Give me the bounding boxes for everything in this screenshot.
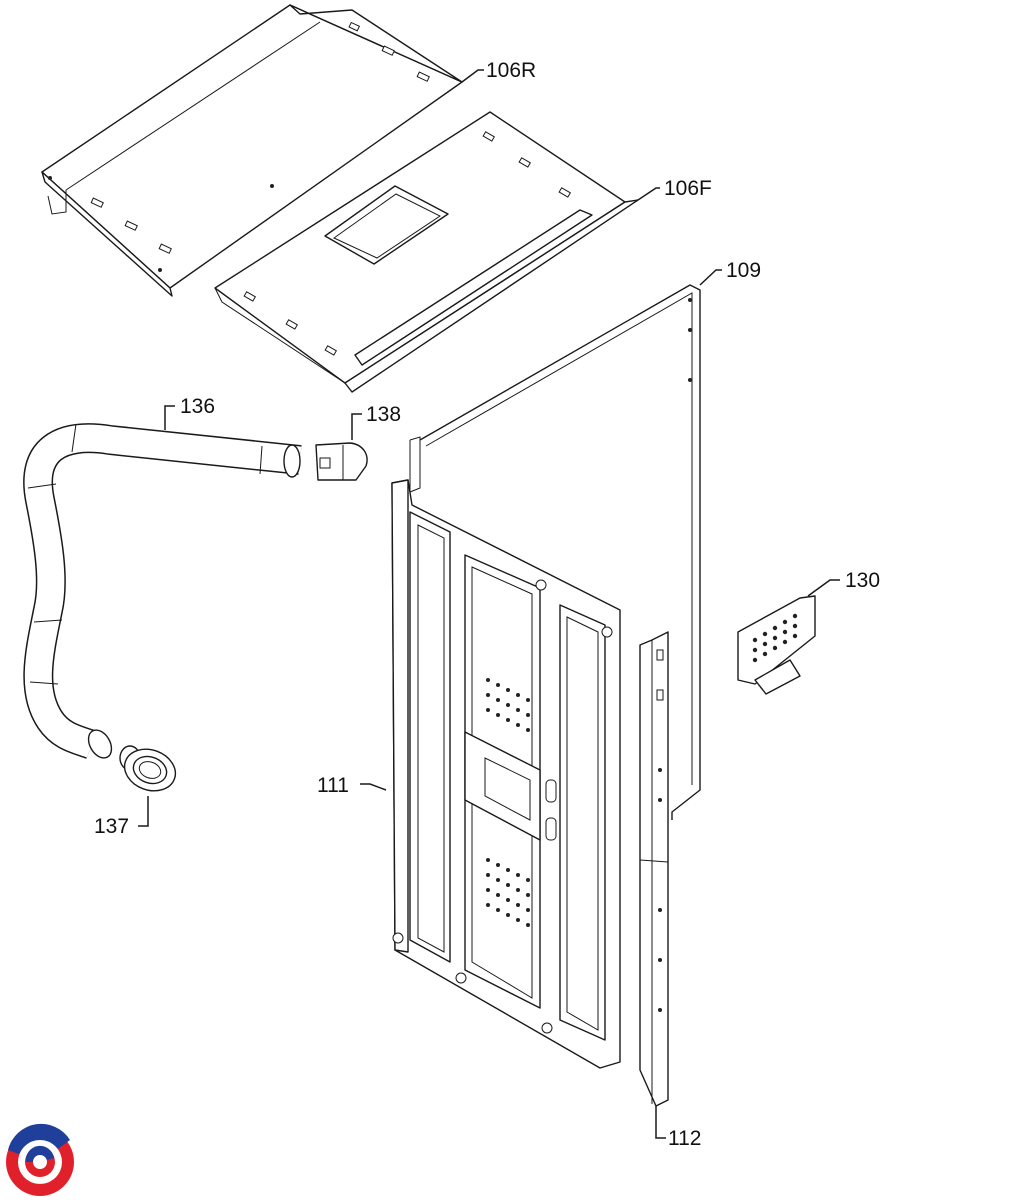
callout-112: 112: [668, 1127, 701, 1150]
part-136-hose: [23, 423, 302, 760]
part-111-back-panel: [391, 479, 621, 1069]
part-138-elbow-connector: [315, 442, 368, 481]
vent-grid-upper: [486, 678, 530, 732]
part-106f-front-panel: [214, 111, 639, 393]
part-137-flange: [119, 745, 177, 792]
callout-136: 136: [180, 395, 215, 418]
callout-137: 137: [94, 815, 129, 838]
vent-grid-lower: [486, 858, 530, 927]
callout-106r: 106R: [486, 59, 536, 82]
callout-111: 111: [317, 774, 349, 797]
callout-labels: 106R 106F 109 136 138 130 111 137 112: [94, 59, 880, 1150]
part-130-vent-grille: [737, 595, 816, 695]
leader-lines: [138, 69, 840, 1139]
part-106r-rear-panel: [41, 4, 463, 297]
callout-130: 130: [845, 569, 880, 592]
part-109-frame: [409, 284, 701, 820]
part-112-side-rail: [639, 631, 669, 1107]
callout-106f: 106F: [664, 177, 712, 200]
callout-138: 138: [366, 403, 401, 426]
callout-109: 109: [726, 259, 761, 282]
brand-logo: [6, 1123, 74, 1196]
